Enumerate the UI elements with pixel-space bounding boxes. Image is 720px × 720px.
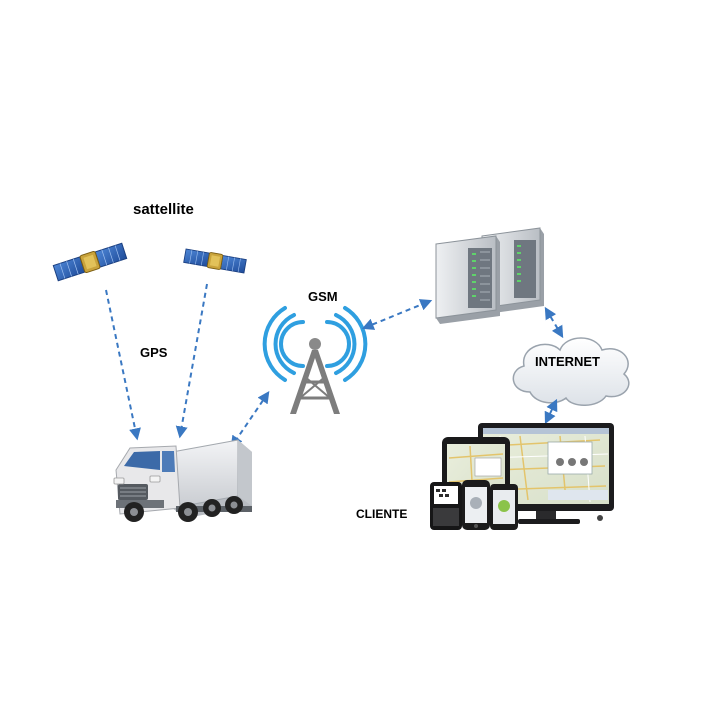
cloud-icon <box>512 337 630 406</box>
gsm-truck-link <box>230 391 270 448</box>
phone-icon <box>430 482 462 530</box>
internet-label: INTERNET <box>535 354 600 369</box>
cell-tower-icon <box>262 306 368 414</box>
satellite-icon <box>183 248 247 274</box>
gsm-server-link <box>361 299 433 330</box>
gps-link-2 <box>175 283 208 439</box>
satellite-icon <box>52 242 128 282</box>
gps-link-1 <box>105 289 141 441</box>
server-internet-link <box>544 306 564 339</box>
satellite-label: sattellite <box>133 201 194 218</box>
truck-icon <box>113 439 252 522</box>
server-icon <box>435 227 544 324</box>
phone-icon <box>490 484 518 530</box>
client-label: CLIENTE <box>356 507 408 521</box>
gsm-label: GSM <box>308 289 338 304</box>
phone-icon <box>462 480 490 530</box>
internet-client-link <box>544 398 558 425</box>
gps-label: GPS <box>140 345 168 360</box>
